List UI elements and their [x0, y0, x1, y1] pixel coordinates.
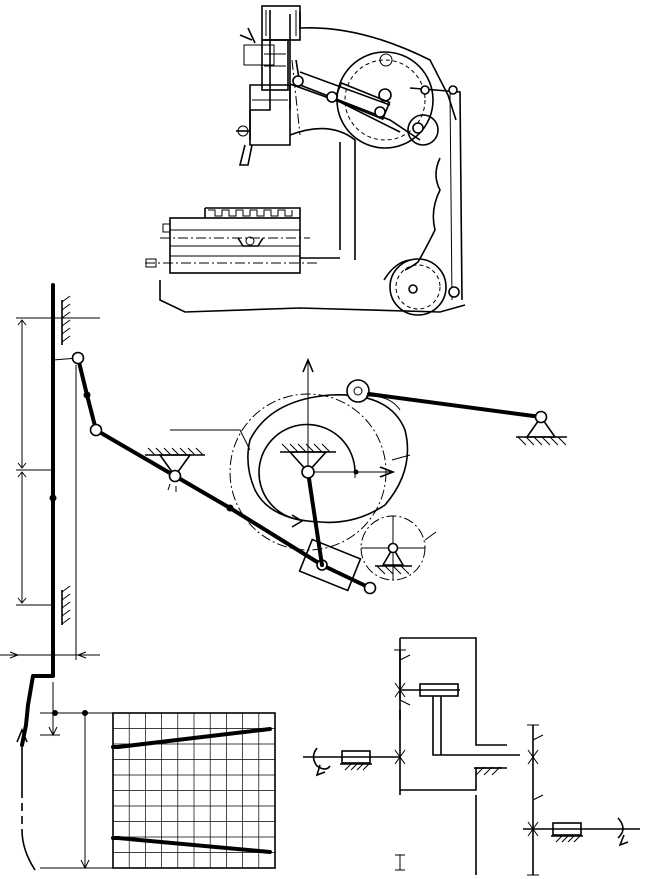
profile-line	[20, 668, 55, 747]
fixed-pivot-left	[168, 469, 182, 483]
crank-pivot	[301, 465, 315, 479]
crank	[306, 470, 324, 567]
joint-end	[363, 581, 377, 595]
fixed-pivot-right	[534, 410, 548, 424]
frame-top	[400, 637, 507, 746]
pitch-circle	[229, 393, 387, 551]
linkage-schematic	[0, 283, 567, 672]
lower-envelope	[116, 836, 272, 854]
upper-envelope	[116, 727, 272, 749]
roller	[346, 379, 370, 403]
slider-block	[298, 538, 362, 592]
joint-a	[71, 351, 85, 365]
cam-profile	[247, 394, 409, 524]
machine-drawing	[145, 5, 466, 316]
gear-train-schematic	[303, 637, 640, 876]
motion-diagram	[16, 668, 276, 871]
link-long	[94, 428, 324, 567]
follower-link	[367, 392, 543, 419]
joint-b	[89, 423, 103, 437]
